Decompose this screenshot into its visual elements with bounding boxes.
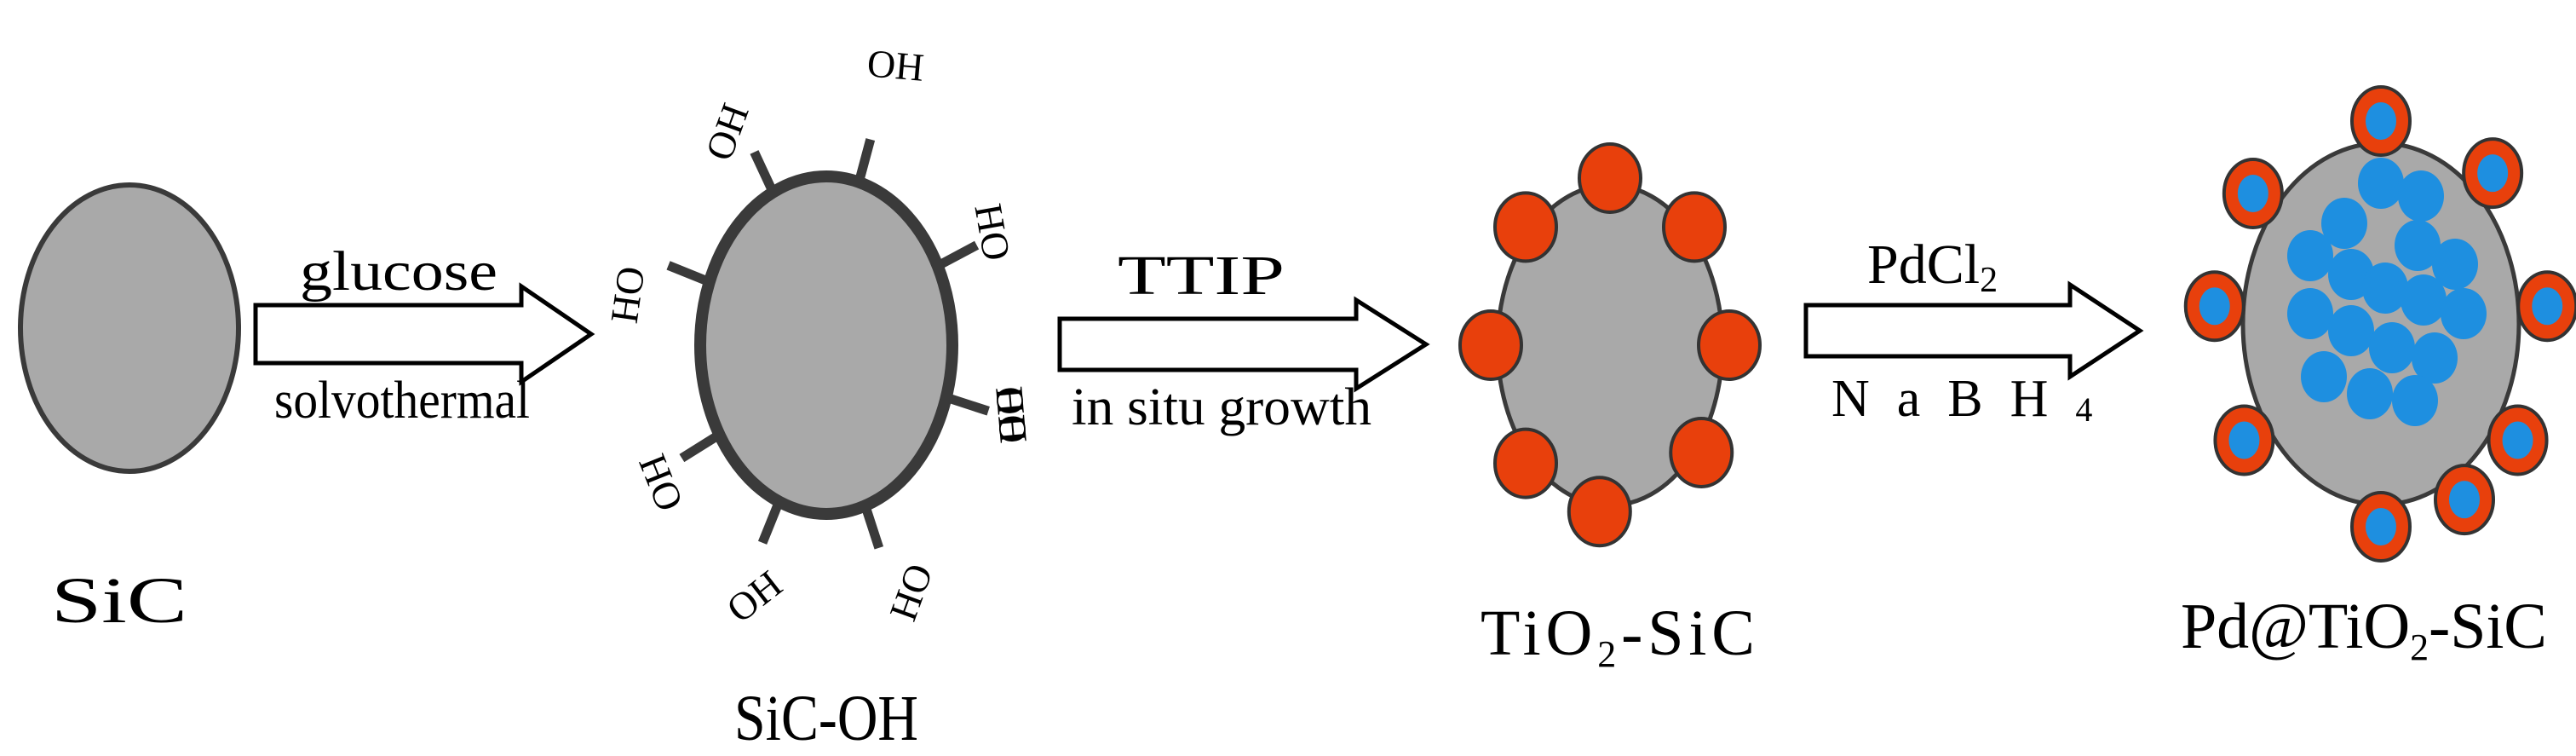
- tio2-sic-label-post: -SiC: [1621, 597, 1755, 669]
- tio2-sic-label-pre: TiO: [1481, 597, 1592, 669]
- hydroxyl-label: HO: [602, 263, 653, 326]
- pd-nanoparticle-icon: [2228, 421, 2260, 459]
- pd-nanoparticle-icon: [2358, 158, 2404, 209]
- pd-on-tio2-nanoparticles: [2183, 85, 2576, 563]
- pd-nanoparticle-icon: [2449, 481, 2480, 519]
- pd-nanoparticle-icon: [2366, 102, 2396, 140]
- pd-nanoparticle-icon: [2362, 263, 2408, 314]
- reaction-arrow-icon: [1057, 296, 1430, 393]
- sic-label: SiC: [51, 565, 187, 637]
- step3-top-pre: PdCl: [1867, 234, 1980, 296]
- sic-particle-icon: [18, 182, 241, 474]
- pd-nanoparticle-icon: [2287, 288, 2333, 339]
- hydroxyl-bond-icon: [757, 499, 784, 545]
- step1-top-label: glucose: [300, 240, 497, 303]
- sic-oh-label: SiC-OH: [734, 683, 918, 754]
- hydroxyl-bond-icon: [666, 261, 711, 286]
- pd-nanoparticle-icon: [2395, 220, 2441, 271]
- pd-nanoparticle-icon: [2502, 421, 2533, 459]
- step3-bottom-label: NaBH4: [1831, 370, 2119, 429]
- tio2-nanoparticle-icon: [1458, 309, 1523, 381]
- step2-bottom-label: in situ growth: [1072, 378, 1371, 436]
- hydroxyl-label: OH: [697, 98, 757, 166]
- pd-nanoparticles: [2287, 158, 2487, 426]
- pd-tio2-sic-label-pre: Pd@TiO: [2181, 591, 2410, 662]
- pd-nanoparticle-icon: [2347, 368, 2393, 419]
- hydroxyl-bonds: [666, 138, 990, 550]
- tio2-nanoparticle-icon: [1661, 191, 1727, 263]
- stage-pd-tio2-sic: Pd@TiO2-SiC: [2181, 85, 2576, 668]
- hydroxyl-label: OH: [987, 384, 1036, 445]
- pd-nanoparticle-icon: [2441, 288, 2487, 339]
- tio2-nanoparticle-icon: [1578, 142, 1642, 214]
- step3-bottom-sub: 4: [2075, 390, 2119, 429]
- reaction-arrow-icon: [1803, 280, 2144, 381]
- hydroxyl-label: HO: [881, 558, 941, 626]
- tio2-nanoparticle-icon: [1493, 427, 1559, 499]
- stage-sic: SiC: [18, 182, 241, 637]
- tio2-nanoparticle-icon: [1669, 416, 1734, 488]
- step1-bottom-label: solvothermal: [274, 372, 530, 430]
- tio2-nanoparticles: [1458, 142, 1762, 548]
- tio2-sic-label-sub: 2: [1597, 633, 1616, 675]
- pd-nanoparticle-icon: [2532, 287, 2563, 326]
- step3-arrow-group: PdCl2 NaBH4: [1803, 234, 2144, 429]
- hydroxyl-bond-icon: [860, 504, 884, 550]
- hydroxyl-label: OH: [719, 562, 791, 631]
- step1-arrow-group: glucose solvothermal: [253, 240, 595, 430]
- pd-nanoparticle-icon: [2301, 351, 2347, 402]
- step2-top-label: TTIP: [1118, 245, 1285, 307]
- pd-nanoparticle-icon: [2412, 332, 2458, 384]
- hydroxyl-label: HO: [966, 200, 1019, 263]
- step2-arrow-group: TTIP in situ growth: [1057, 245, 1430, 436]
- pd-nanoparticle-icon: [2199, 287, 2230, 326]
- hydroxyl-bond-icon: [750, 150, 778, 194]
- tio2-nanoparticle-icon: [1697, 309, 1762, 381]
- pd-nanoparticle-icon: [2366, 508, 2396, 545]
- pd-nanoparticle-icon: [2392, 375, 2438, 426]
- step3-top-label: PdCl2: [1867, 234, 1998, 300]
- pd-tio2-sic-label-sub: 2: [2410, 626, 2429, 668]
- pd-tio2-sic-label: Pd@TiO2-SiC: [2181, 591, 2547, 668]
- tio2-nanoparticle-icon: [1493, 191, 1559, 263]
- sic-oh-particle-icon: [694, 170, 958, 520]
- pd-nanoparticle-icon: [2287, 230, 2333, 281]
- pd-nanoparticle-icon: [2328, 305, 2374, 356]
- hydroxyl-bond-icon: [945, 392, 990, 416]
- pd-nanoparticle-icon: [2401, 274, 2447, 326]
- pd-tio2-sic-label-post: -SiC: [2429, 591, 2547, 662]
- hydroxyl-bond-icon: [854, 138, 876, 184]
- pd-nanoparticle-icon: [2432, 239, 2478, 290]
- reaction-arrow-icon: [253, 282, 595, 386]
- hydroxyl-label: OH: [865, 41, 926, 89]
- pd-nanoparticle-icon: [2477, 154, 2509, 193]
- step3-top-sub: 2: [1980, 261, 1998, 300]
- hydroxyl-bond-icon: [935, 240, 980, 270]
- pd-nanoparticle-icon: [2237, 175, 2268, 213]
- tio2-nanoparticle-icon: [1567, 476, 1632, 548]
- pd-nanoparticle-icon: [2398, 170, 2444, 222]
- pd-nanoparticle-icon: [2369, 322, 2415, 373]
- hydroxyl-bond-icon: [679, 430, 722, 463]
- hydroxyl-label: HO: [987, 384, 1036, 445]
- pd-nanoparticle-icon: [2321, 198, 2367, 249]
- step3-bottom-pre: NaBH: [1831, 370, 2075, 428]
